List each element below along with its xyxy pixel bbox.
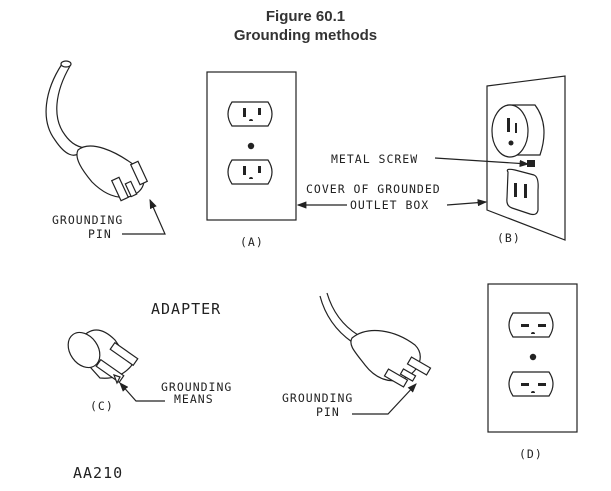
leader-arrow (434, 157, 530, 168)
grounding-pin-label-2-line1: GROUNDING (282, 391, 353, 405)
grounding-pin-label-2-line2: PIN (316, 405, 340, 419)
leader-arrow (446, 199, 488, 207)
grounding-means-label-line1: GROUNDING (161, 380, 232, 394)
adapter-label: ADAPTER (151, 300, 221, 318)
panel-a-label: (A) (240, 235, 264, 249)
panel-d-label: (D) (519, 447, 543, 461)
figure-number: Figure 60.1 (265, 8, 346, 25)
figure-code: AA210 (73, 464, 123, 482)
leader-arrow (119, 382, 165, 402)
leader-arrow (352, 383, 417, 415)
grounding-pin-label-1-line2: PIN (88, 227, 112, 241)
outlet-cover-a (206, 71, 297, 221)
panel-b-label: (B) (497, 231, 521, 245)
cover-box-label-line2: OUTLET BOX (350, 198, 429, 212)
figure-title: Grounding methods (233, 27, 378, 44)
panel-c-label: (C) (90, 399, 114, 413)
three-prong-plug-icon (319, 292, 432, 388)
cover-box-label-line1: COVER OF GROUNDED (306, 182, 441, 196)
adapter-plug-icon (67, 329, 139, 385)
outlet-cover-d (487, 283, 578, 433)
leader-arrow (122, 198, 166, 235)
three-prong-plug-icon (45, 60, 149, 202)
metal-screw-label: METAL SCREW (331, 152, 418, 166)
adapter-on-outlet-b (486, 75, 566, 241)
grounding-pin-label-1-line1: GROUNDING (52, 213, 123, 227)
grounding-means-label-line2: MEANS (174, 392, 214, 406)
